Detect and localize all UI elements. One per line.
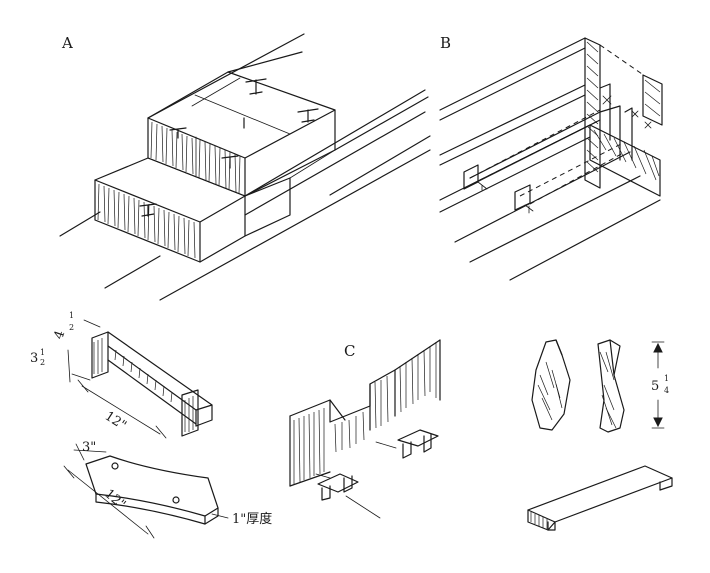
plate-length-dimension: 12"	[101, 487, 128, 513]
plate-detail: 3" 12" 1"厚度	[63, 440, 272, 539]
tie-width-whole: 4	[52, 329, 69, 342]
plate-hole-left	[111, 462, 119, 470]
tie-detail: 4 1 2 3 1 2 12"	[30, 311, 213, 439]
tie-hatching	[93, 338, 194, 432]
panel-b-cramps	[463, 83, 652, 214]
dovetail-plate-drawing	[85, 455, 219, 525]
notched-wall-hatching	[293, 342, 437, 484]
long-bar-piece	[527, 465, 673, 531]
bowtie-piece-1	[531, 339, 571, 431]
bowtie-dimension: 5 1 4	[651, 341, 669, 429]
panel-b-dashed-guides	[469, 44, 646, 205]
upper-stone-block	[147, 71, 336, 197]
tie-height-dimension: 3	[30, 351, 38, 366]
lower-block-hatching	[97, 183, 196, 259]
panel-c: C	[289, 339, 441, 519]
bowtie-height-dimension: 5	[651, 379, 659, 394]
bowtie-detail: 5 1 4	[527, 339, 673, 531]
tie-height-frac-num: 1	[40, 348, 45, 357]
plate-dimension-lines	[63, 443, 229, 539]
upper-block-hatching	[150, 121, 241, 195]
panel-a: A	[59, 33, 431, 301]
plate-hole-right	[172, 496, 180, 504]
bowtie-piece-2	[597, 339, 625, 433]
panel-b-end-blocks	[584, 37, 663, 197]
lower-stone-block	[94, 149, 336, 263]
i-tie-markers	[139, 78, 319, 217]
panel-a-label: A	[61, 34, 73, 52]
plate-thickness-label: 1"厚度	[232, 511, 272, 527]
panel-b: B	[439, 34, 663, 281]
panel-b-wall-lines	[439, 37, 661, 281]
notched-wall	[289, 339, 441, 487]
tie-dimension-lines	[67, 319, 167, 439]
panel-c-label: C	[344, 342, 355, 360]
dovetail-tie-drawing	[91, 331, 213, 437]
tie-width-frac-num: 1	[69, 311, 74, 320]
tie-width-frac-den: 2	[69, 323, 74, 332]
bowtie-frac-den: 4	[664, 386, 669, 395]
plate-width-dimension: 3"	[82, 440, 96, 455]
tie-width-dimension: 4	[52, 329, 69, 342]
double-dovetail-cramps	[315, 429, 439, 519]
bowtie-frac-num: 1	[664, 374, 669, 383]
panel-b-hatching	[586, 41, 661, 181]
panel-b-label: B	[440, 34, 451, 52]
tie-height-frac-den: 2	[40, 358, 45, 367]
